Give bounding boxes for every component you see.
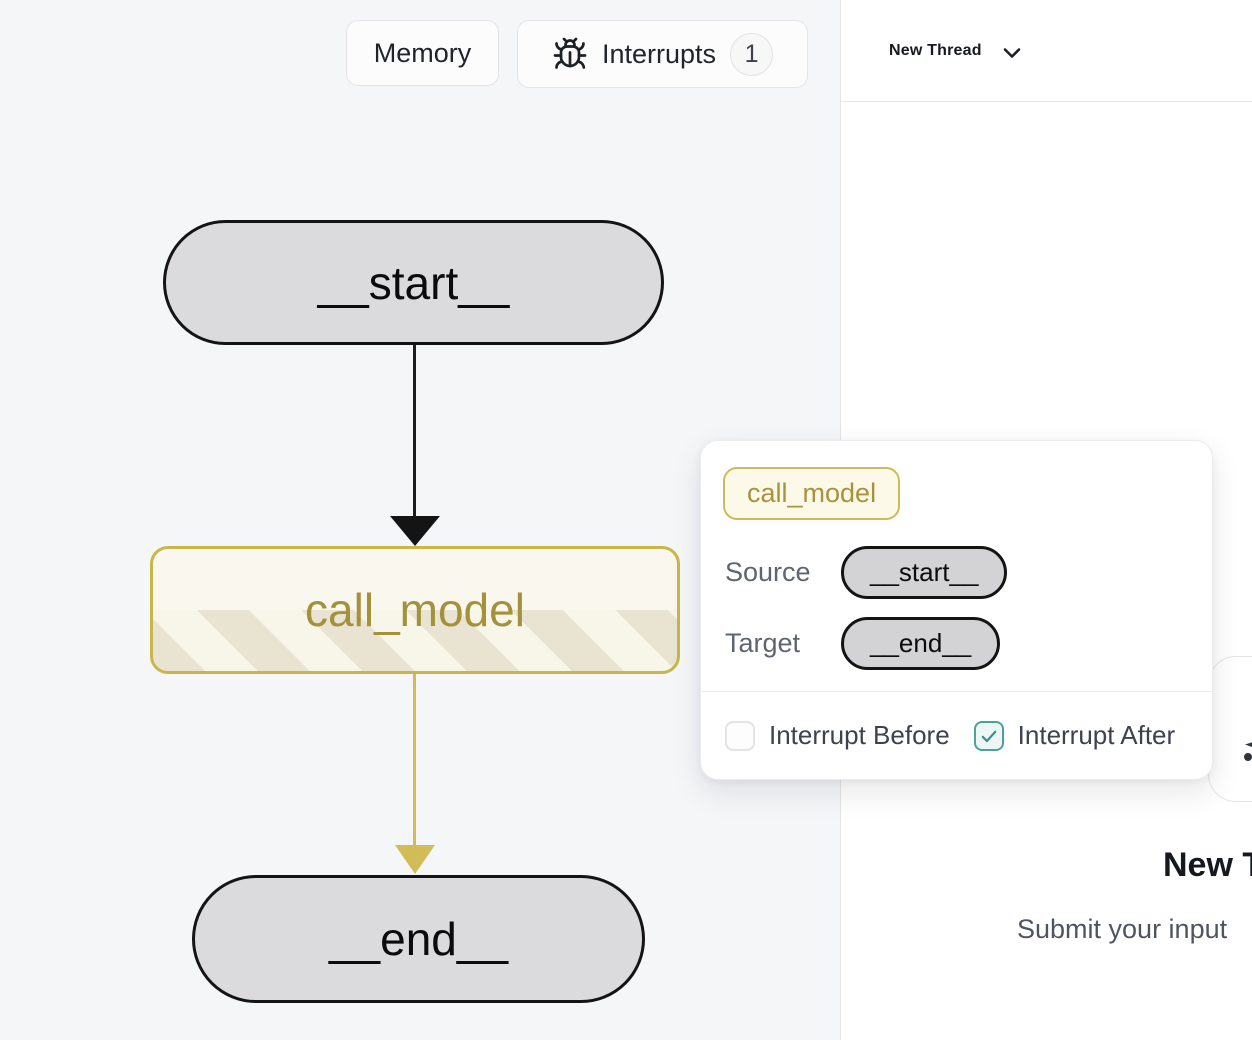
graph-node-call-model-label: call_model	[305, 584, 525, 636]
thread-panel-header: New Thread	[841, 0, 1252, 102]
graph-node-start[interactable]: __start__	[163, 220, 664, 345]
memory-button-label: Memory	[373, 37, 472, 68]
interrupts-count: 1	[744, 39, 759, 68]
interrupts-count-badge: 1	[730, 32, 774, 76]
empty-state-subheading: Submit your input	[1017, 914, 1228, 944]
arrowhead-down-gold-icon	[395, 845, 435, 874]
node-popover: call_model Source __start__ Target __end…	[700, 440, 1213, 780]
edge-call-model-to-end	[413, 674, 416, 848]
arrowhead-down-icon	[390, 516, 440, 546]
empty-state-heading: New Thread	[1163, 846, 1252, 884]
interrupt-after-checkbox[interactable]	[973, 720, 1004, 751]
edge-start-to-call-model	[413, 345, 416, 518]
popover-source-row: Source __start__	[725, 546, 1212, 599]
graph-node-start-label: __start__	[317, 256, 510, 309]
popover-target-row: Target __end__	[725, 617, 1212, 670]
thread-action-icon	[1231, 731, 1252, 765]
target-node-pill[interactable]: __end__	[841, 617, 1001, 670]
thread-title: New Thread	[889, 41, 982, 59]
graph-node-end-label: __end__	[328, 913, 509, 965]
source-node-pill[interactable]: __start__	[841, 546, 1008, 599]
checkmark-icon	[979, 726, 999, 746]
source-label: Source	[725, 557, 811, 587]
target-label: Target	[725, 628, 801, 658]
graph-node-call-model[interactable]: call_model	[150, 546, 680, 674]
interrupt-before-checkbox[interactable]	[725, 720, 755, 751]
interrupts-button[interactable]: Interrupts 1	[517, 20, 808, 88]
chevron-down-icon	[998, 39, 1026, 67]
memory-button[interactable]: Memory	[346, 20, 499, 86]
thread-action-card[interactable]	[1208, 656, 1252, 802]
graph-node-end[interactable]: __end__	[192, 875, 645, 1003]
interrupt-after-label: Interrupt After	[1017, 720, 1176, 750]
bug-icon	[552, 36, 588, 72]
popover-node-badge[interactable]: call_model	[723, 467, 901, 520]
interrupt-before-label: Interrupt Before	[769, 720, 950, 750]
thread-selector[interactable]: New Thread	[889, 35, 1026, 67]
interrupts-button-label: Interrupts	[601, 38, 717, 69]
popover-footer: Interrupt Before Interrupt After	[701, 691, 1212, 779]
